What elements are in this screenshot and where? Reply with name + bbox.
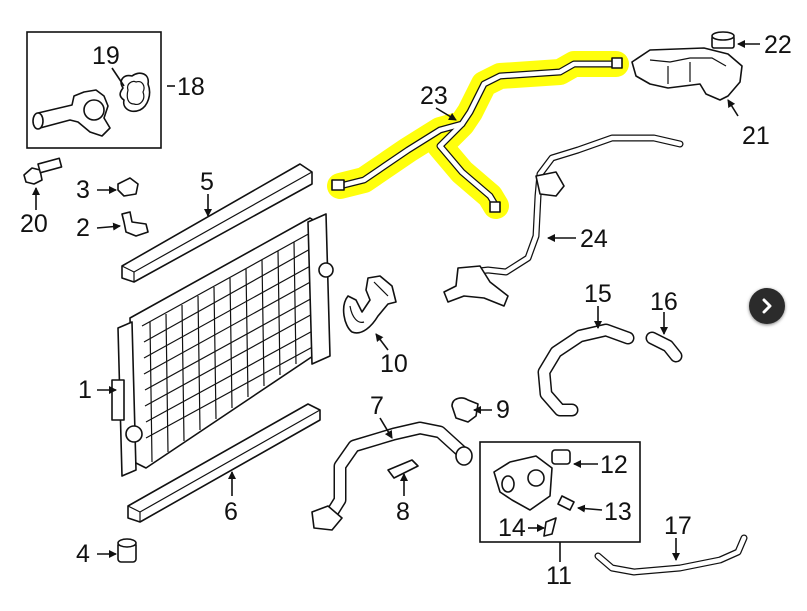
reservoir-cap-22 — [711, 31, 735, 49]
callout-14: 14 — [498, 514, 526, 542]
callout-18: 18 — [177, 73, 205, 101]
callout-10: 10 — [380, 350, 408, 378]
heater-hose-24 — [443, 134, 684, 307]
overflow-hose-23 — [327, 51, 629, 219]
callout-15: 15 — [584, 280, 612, 308]
callout-19: 19 — [92, 42, 120, 70]
clip-3 — [117, 177, 139, 197]
callout-13: 13 — [604, 498, 632, 526]
leader-lines — [32, 40, 760, 562]
callout-2: 2 — [76, 214, 90, 242]
hose-16 — [645, 331, 683, 363]
hose-15 — [537, 323, 635, 417]
callout-7: 7 — [370, 392, 384, 420]
callout-4: 4 — [76, 540, 90, 568]
chevron-right-icon — [762, 298, 772, 314]
bolt-20 — [23, 157, 63, 185]
callout-9: 9 — [496, 396, 510, 424]
hose-10 — [342, 275, 397, 334]
lower-hose-7 — [311, 421, 473, 531]
callout-8: 8 — [396, 498, 410, 526]
bracket-8 — [387, 459, 419, 479]
next-button[interactable] — [749, 288, 785, 324]
callout-24: 24 — [580, 225, 608, 253]
clamp-9 — [451, 397, 479, 423]
lower-insulator-6 — [127, 403, 321, 523]
callout-20: 20 — [20, 210, 48, 238]
callout-16: 16 — [650, 288, 678, 316]
callout-12: 12 — [600, 451, 628, 479]
mount-4 — [117, 538, 137, 563]
inset-box-18 — [26, 31, 162, 149]
callout-22: 22 — [764, 31, 792, 59]
callout-21: 21 — [742, 122, 770, 150]
callout-23: 23 — [420, 82, 448, 110]
callout-3: 3 — [76, 176, 90, 204]
callout-1: 1 — [78, 376, 92, 404]
callout-labels: 18 19 20 3 2 5 1 6 4 10 7 8 9 23 24 21 2… — [20, 31, 792, 590]
callout-17: 17 — [664, 512, 692, 540]
callout-11: 11 — [546, 562, 572, 590]
hose-17 — [594, 534, 748, 576]
callout-6: 6 — [224, 498, 238, 526]
inset-box-11 — [479, 441, 641, 543]
callout-5: 5 — [200, 168, 214, 196]
bracket-2 — [121, 211, 149, 237]
coolant-reservoir-21 — [631, 47, 743, 101]
